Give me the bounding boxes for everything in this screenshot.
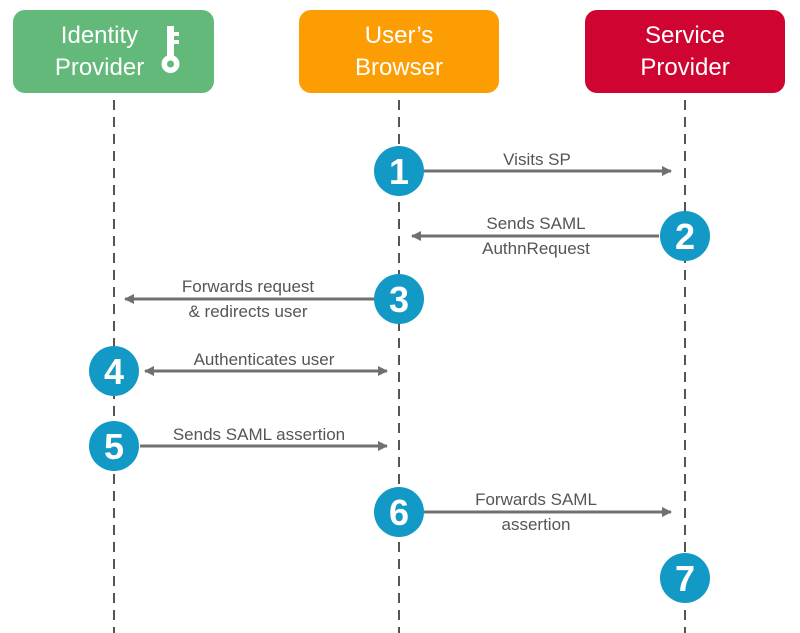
step-4-number: 4 — [104, 351, 124, 392]
users-browser-box: User’s Browser — [299, 10, 499, 93]
step-3-number: 3 — [389, 279, 409, 320]
identity-provider-label: Identity Provider — [54, 21, 145, 81]
step-4-label: Authenticates user — [193, 350, 335, 369]
key-icon — [161, 26, 180, 73]
step-6-circle: 6 — [374, 487, 424, 537]
step-5-label: Sends SAML assertion — [172, 425, 346, 444]
users-browser-label: User’s Browser — [354, 21, 444, 81]
step-7-number: 7 — [675, 558, 695, 599]
step-1-number: 1 — [389, 151, 409, 192]
step-2-number: 2 — [675, 216, 695, 257]
step-2-circle: 2 — [660, 211, 710, 261]
step-1-circle: 1 — [374, 146, 424, 196]
service-provider-box: Service Provider — [585, 10, 785, 93]
step-2-label: Sends SAML AuthnRequest — [482, 214, 590, 258]
step-6-number: 6 — [389, 492, 409, 533]
identity-provider-box: Identity Provider — [13, 10, 214, 93]
step-3-label: Forwards request & redirects user — [181, 277, 315, 321]
step-3-circle: 3 — [374, 274, 424, 324]
step-5-number: 5 — [104, 426, 124, 467]
step-4-circle: 4 — [89, 346, 139, 396]
step-5-circle: 5 — [89, 421, 139, 471]
step-1-label: Visits SP — [503, 150, 571, 169]
step-7-circle: 7 — [660, 553, 710, 603]
service-provider-label: Service Provider — [640, 21, 730, 81]
step-6-label: Forwards SAML assertion — [475, 490, 597, 534]
